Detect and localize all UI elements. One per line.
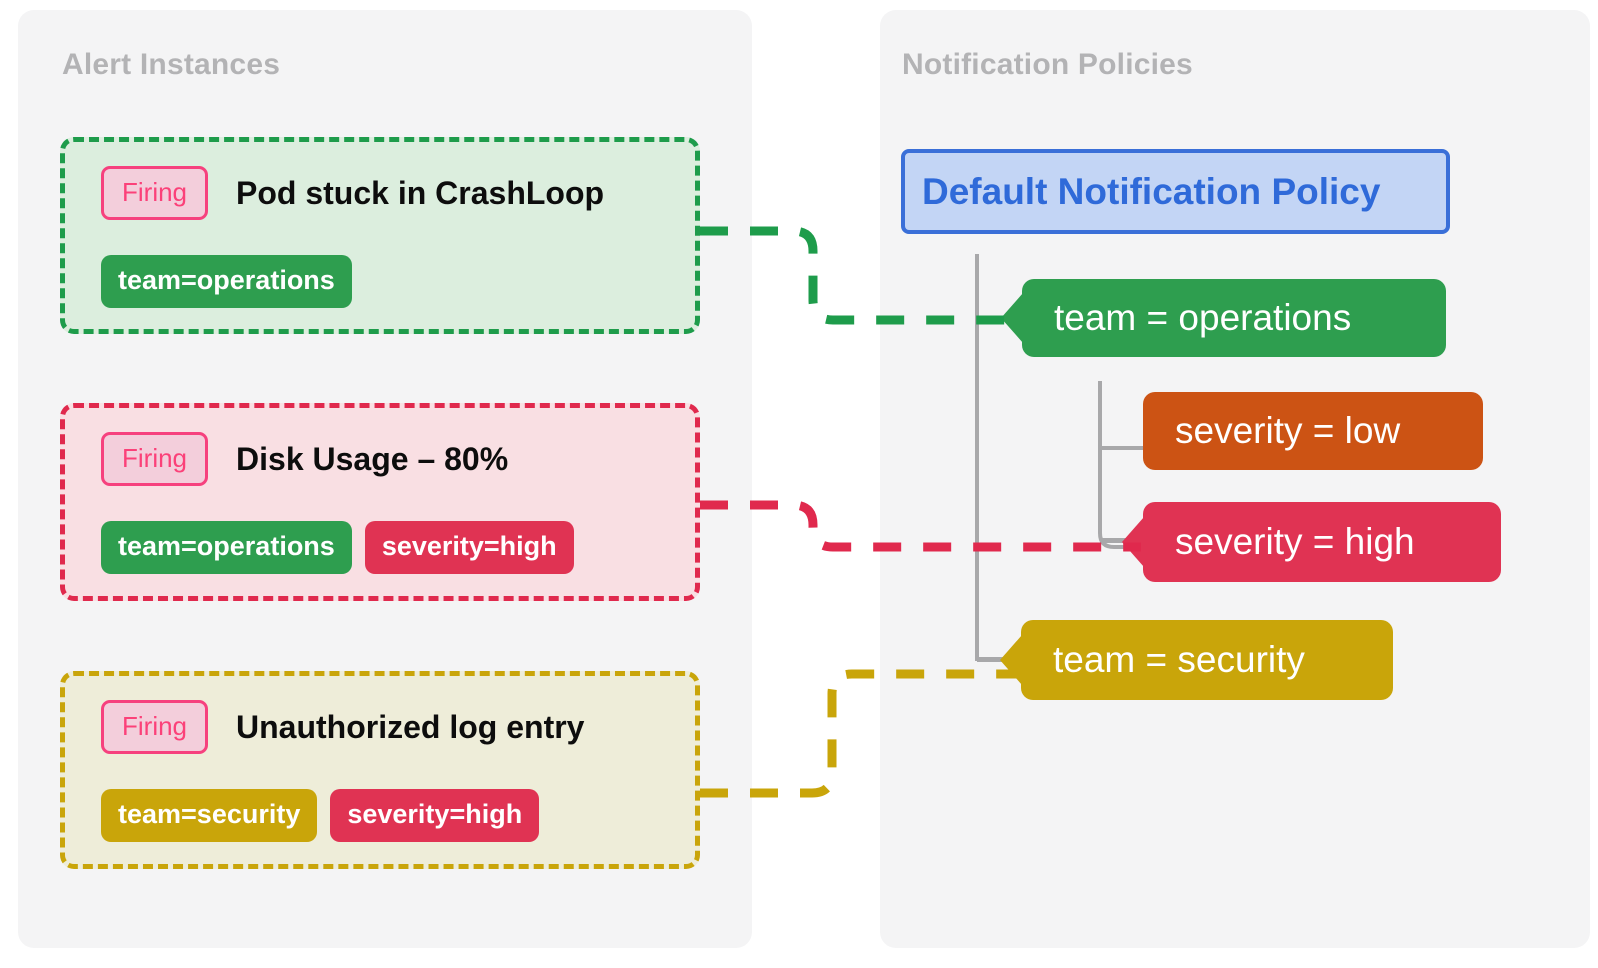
alert-title: Unauthorized log entry: [236, 708, 585, 745]
alert-card-header: Firing Unauthorized log entry: [101, 700, 584, 754]
alert-label-chip[interactable]: team=security: [101, 789, 318, 842]
default-notification-policy-box[interactable]: Default Notification Policy: [901, 149, 1450, 234]
alert-card-disk-usage[interactable]: Firing Disk Usage – 80% team=operations …: [60, 403, 700, 601]
policy-chip-severity-low[interactable]: severity = low: [1143, 392, 1483, 470]
policy-chip-label: severity = high: [1175, 521, 1415, 562]
alert-card-header: Firing Pod stuck in CrashLoop: [101, 166, 604, 220]
alert-label-chip[interactable]: team=operations: [101, 521, 352, 574]
alert-card-header: Firing Disk Usage – 80%: [101, 432, 508, 486]
alert-card-unauthorized-log[interactable]: Firing Unauthorized log entry team=secur…: [60, 671, 700, 869]
alert-instances-title: Alert Instances: [62, 48, 281, 81]
alert-label-chip[interactable]: severity=high: [364, 521, 574, 574]
policy-chip-severity-high[interactable]: severity = high: [1143, 502, 1501, 582]
policy-chip-team-security[interactable]: team = security: [1021, 620, 1393, 700]
alert-card-pod-crashloop[interactable]: Firing Pod stuck in CrashLoop team=opera…: [60, 137, 700, 334]
alert-title: Disk Usage – 80%: [236, 440, 509, 477]
alert-label-list: team=operations severity=high: [101, 521, 574, 574]
alert-label-list: team=security severity=high: [101, 789, 540, 842]
alert-label-list: team=operations: [101, 255, 352, 308]
status-badge-firing: Firing: [101, 700, 209, 754]
notification-policies-title: Notification Policies: [902, 48, 1193, 81]
default-notification-policy-label: Default Notification Policy: [922, 170, 1381, 212]
alert-label-chip[interactable]: severity=high: [330, 789, 540, 842]
policy-chip-label: team = security: [1053, 639, 1305, 680]
policy-chip-label: severity = low: [1175, 410, 1401, 451]
alert-title: Pod stuck in CrashLoop: [236, 174, 605, 211]
alert-label-chip[interactable]: team=operations: [101, 255, 352, 308]
tree-trunk-line: [975, 254, 979, 661]
tree-stub-team-security: [977, 657, 1021, 662]
status-badge-firing: Firing: [101, 166, 209, 220]
policy-chip-label: team = operations: [1054, 297, 1352, 338]
tree-branch-line-severity-low: [1102, 446, 1144, 450]
policy-chip-team-operations[interactable]: team = operations: [1022, 279, 1446, 357]
status-badge-firing: Firing: [101, 432, 209, 486]
